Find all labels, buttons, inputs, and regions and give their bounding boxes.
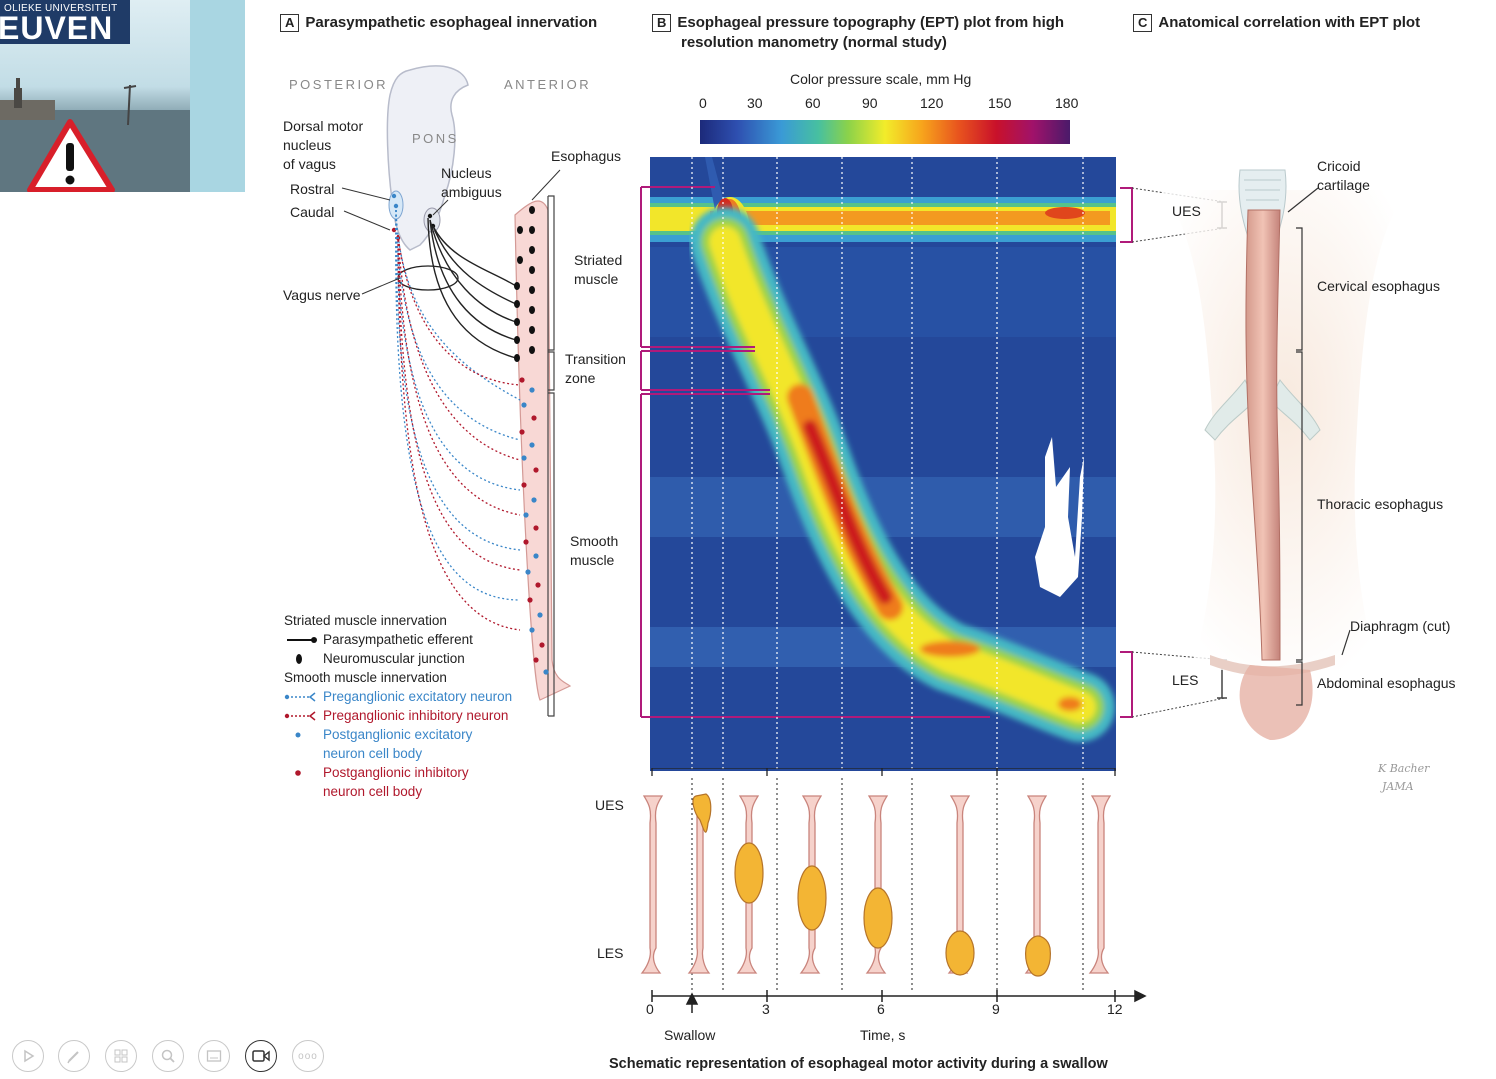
efferent-line-icon bbox=[287, 637, 317, 643]
schematic-les-label: LES bbox=[597, 945, 624, 961]
smooth-muscle-label: Smooth muscle bbox=[570, 533, 619, 568]
logo-photo: OLIEKE UNIVERSITEIT EUVEN bbox=[0, 0, 190, 192]
camera-button[interactable] bbox=[245, 1040, 277, 1072]
anterior-label: ANTERIOR bbox=[504, 77, 592, 92]
pen-icon bbox=[67, 1051, 79, 1064]
anatomy-les-label: LES bbox=[1172, 672, 1199, 688]
excitatory-line-icon bbox=[284, 692, 316, 702]
preganglionic-fibres bbox=[395, 209, 521, 631]
pen-button[interactable] bbox=[58, 1040, 90, 1072]
subtitles-button[interactable] bbox=[198, 1040, 230, 1072]
legend-post-inhibitory: Postganglionic inhibitory neuron cell bo… bbox=[284, 763, 574, 801]
bolus-shapes bbox=[692, 793, 1051, 977]
anatomy-ues-label: UES bbox=[1172, 203, 1201, 219]
more-icon: ooo bbox=[298, 1050, 318, 1062]
scale-tick: 120 bbox=[920, 95, 944, 111]
esophagus-label: Esophagus bbox=[551, 148, 622, 164]
logo-skyline-image bbox=[0, 78, 190, 192]
esophagus-schematic bbox=[640, 768, 1147, 1013]
scale-tick: 180 bbox=[1055, 95, 1079, 111]
scale-tick: 0 bbox=[699, 95, 707, 111]
zoom-icon bbox=[161, 1049, 175, 1063]
panel-a-letter: A bbox=[280, 14, 300, 32]
legend-pre-excitatory: Preganglionic excitatory neuron bbox=[284, 687, 574, 706]
legend-post-excitatory: Postganglionic excitatory neuron cell bo… bbox=[284, 725, 574, 763]
junction-icon bbox=[296, 654, 302, 664]
zoom-button[interactable] bbox=[152, 1040, 184, 1072]
vagus-nerve-label: Vagus nerve bbox=[283, 287, 361, 303]
time-tick: 9 bbox=[992, 1001, 1000, 1017]
color-pressure-scale bbox=[700, 120, 1070, 144]
innervation-legend: Striated muscle innervation Parasympathe… bbox=[284, 611, 574, 801]
logo-small-text: OLIEKE UNIVERSITEIT bbox=[4, 3, 118, 14]
legend-parasympathetic-efferent: Parasympathetic efferent bbox=[284, 630, 574, 649]
legend-smooth-heading: Smooth muscle innervation bbox=[284, 670, 447, 685]
play-icon bbox=[24, 1049, 35, 1063]
play-button[interactable] bbox=[12, 1040, 44, 1072]
excitatory-dot-icon bbox=[295, 732, 301, 738]
nucleus-ambiguus-label: Nucleus ambiguus bbox=[441, 165, 502, 200]
artist-signature: K Bacher bbox=[1377, 762, 1430, 775]
legend-striated-heading: Striated muscle innervation bbox=[284, 613, 447, 628]
time-gridlines bbox=[691, 157, 1084, 771]
scale-tick: 30 bbox=[747, 95, 763, 111]
color-scale-ticks: 0 30 60 90 120 150 180 bbox=[695, 94, 1085, 114]
panel-b-letter: B bbox=[652, 14, 672, 32]
logo-banner: OLIEKE UNIVERSITEIT EUVEN bbox=[0, 0, 130, 46]
logo-big-text: EUVEN bbox=[0, 10, 114, 46]
panel-c-letter: C bbox=[1133, 14, 1153, 32]
swallow-label: Swallow bbox=[664, 1027, 716, 1043]
time-axis-label: Time, s bbox=[860, 1027, 906, 1043]
cervical-label: Cervical esophagus bbox=[1317, 278, 1440, 294]
ganglion-cells bbox=[519, 377, 549, 675]
pons-label: PONS bbox=[412, 131, 459, 146]
innervation-diagram bbox=[341, 65, 572, 717]
slides-icon bbox=[114, 1049, 128, 1063]
inhibitory-dot-icon bbox=[295, 770, 301, 776]
thoracic-label: Thoracic esophagus bbox=[1317, 496, 1444, 512]
scale-tick: 90 bbox=[862, 95, 878, 111]
rostral-label: Rostral bbox=[290, 181, 335, 197]
schematic-caption: Schematic representation of esophageal m… bbox=[609, 1056, 1108, 1072]
dorsal-motor-label: Dorsal motor nucleus of vagus bbox=[283, 118, 364, 172]
diaphragm-label: Diaphragm (cut) bbox=[1350, 618, 1451, 634]
peristaltic-wave bbox=[690, 207, 1115, 742]
slides-button[interactable] bbox=[105, 1040, 137, 1072]
efferent-fibres bbox=[427, 217, 517, 359]
schematic-ues-label: UES bbox=[595, 797, 624, 813]
color-scale-title: Color pressure scale, mm Hg bbox=[790, 71, 972, 87]
inhibitory-line-icon bbox=[284, 711, 316, 721]
more-options-button[interactable]: ooo bbox=[292, 1040, 324, 1072]
cricoid-label: Cricoid cartilage bbox=[1317, 158, 1370, 193]
legend-neuromuscular-junction: Neuromuscular junction bbox=[284, 649, 574, 668]
abdominal-label: Abdominal esophagus bbox=[1317, 675, 1456, 691]
svg-text:JAMA: JAMA bbox=[1380, 780, 1414, 793]
time-tick: 12 bbox=[1107, 1001, 1123, 1017]
scale-tick: 60 bbox=[805, 95, 821, 111]
striated-muscle-label: Striated muscle bbox=[574, 252, 623, 287]
caudal-label: Caudal bbox=[290, 204, 335, 220]
university-logo: OLIEKE UNIVERSITEIT EUVEN bbox=[0, 0, 245, 192]
plot-artifact bbox=[1035, 437, 1084, 597]
neuromuscular-junctions bbox=[514, 206, 535, 362]
region-markers bbox=[650, 186, 990, 718]
anatomy-illustration: K Bacher JAMA bbox=[1160, 169, 1430, 793]
time-tick: 3 bbox=[762, 1001, 770, 1017]
transition-zone-label: Transition zone bbox=[565, 351, 626, 386]
legend-pre-inhibitory: Preganglionic inhibitory neuron bbox=[284, 706, 574, 725]
posterior-label: POSTERIOR bbox=[289, 77, 389, 92]
camera-icon bbox=[252, 1050, 270, 1062]
time-tick: 6 bbox=[877, 1001, 885, 1017]
ept-plot bbox=[650, 157, 1116, 771]
region-bracket-lines bbox=[640, 186, 651, 718]
subtitles-icon bbox=[206, 1050, 222, 1062]
scale-tick: 150 bbox=[988, 95, 1012, 111]
time-tick: 0 bbox=[646, 1001, 654, 1017]
